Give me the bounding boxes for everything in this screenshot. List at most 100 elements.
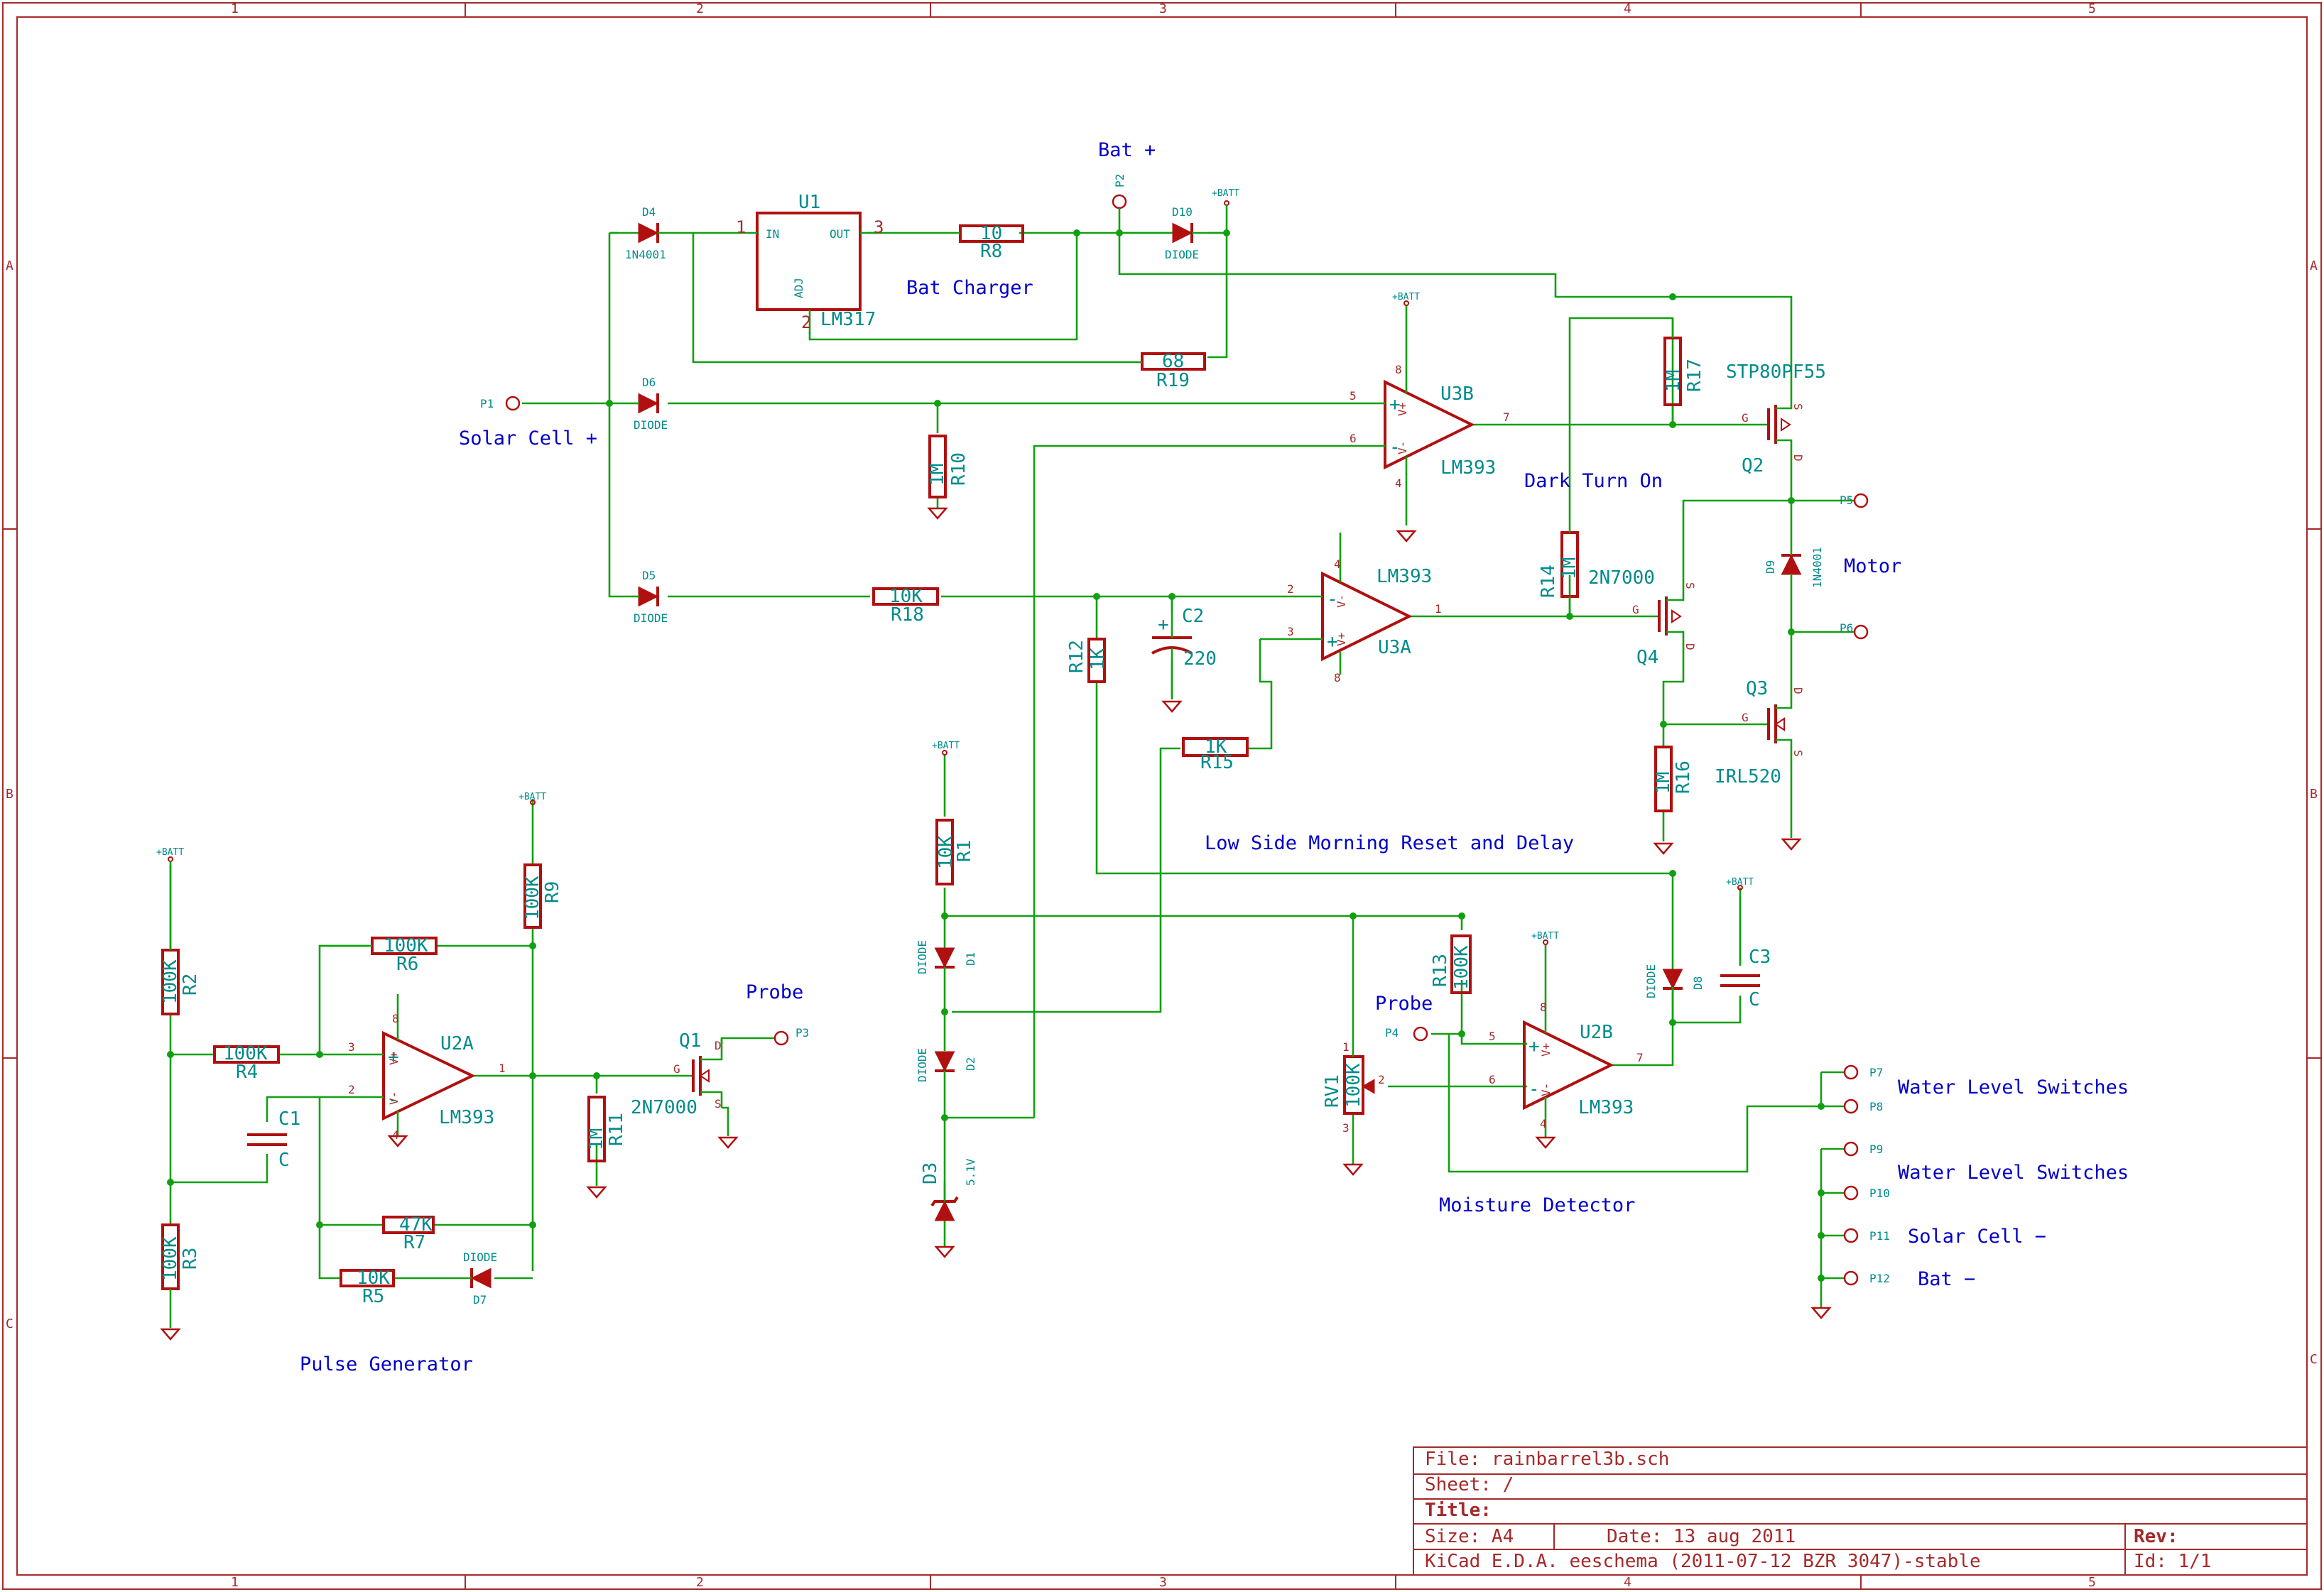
u3b-vminus: V-	[1396, 441, 1409, 454]
annotations: Bat + Bat Charger Solar Cell + Dark Turn…	[300, 139, 2129, 1375]
r13-ref: R13	[1430, 954, 1451, 987]
u2a-pin4: 4	[392, 1128, 399, 1142]
resistor-r1[interactable]: 10K R1	[935, 819, 975, 885]
note-motor: Motor	[1844, 555, 1901, 577]
comparator-u2a[interactable]: 3 2 1 8 4 V+ V- + - U2A LM393	[348, 1012, 506, 1142]
r15-value: 1K	[1205, 736, 1227, 758]
q2-gate-pin: G	[1742, 411, 1749, 425]
resistor-r10[interactable]: 1M R10	[927, 435, 970, 498]
capacitor-c2[interactable]: + C2 220	[1151, 596, 1217, 699]
d2-value: DIODE	[916, 1048, 929, 1082]
border-row-a-left: A	[6, 258, 13, 273]
r15-ref: R15	[1200, 752, 1234, 773]
resistor-r13[interactable]: 100K R13	[1430, 934, 1472, 994]
u2a-minus: -	[388, 1089, 399, 1111]
q1-value: 2N7000	[631, 1097, 697, 1118]
resistor-r17[interactable]: 1M R17	[1663, 327, 1705, 406]
rv1-pin3: 3	[1342, 1121, 1350, 1135]
diode-d8[interactable]: DIODE D8	[1644, 964, 1705, 998]
connector-p3[interactable]: P3	[773, 1026, 809, 1046]
capacitor-c1[interactable]: C1 C	[247, 1108, 300, 1171]
resistor-r11[interactable]: 1M R11	[586, 1096, 627, 1162]
diode-d5[interactable]: D5 DIODE	[632, 569, 668, 625]
resistor-r18[interactable]: 10K R18	[872, 586, 939, 626]
r7-value: 47K	[399, 1214, 433, 1236]
connector-p9[interactable]: P9	[1843, 1141, 1883, 1157]
border-col-2-top: 2	[696, 1, 704, 16]
diode-d9[interactable]: D9 1N4001	[1764, 547, 1824, 588]
u2a-pin3: 3	[348, 1040, 355, 1054]
connector-p4[interactable]: P4	[1385, 1026, 1428, 1042]
connector-p2[interactable]: P2	[1112, 174, 1127, 233]
q1-ref: Q1	[679, 1030, 701, 1052]
connector-p7[interactable]: P7	[1843, 1064, 1883, 1080]
border-col-2-bottom: 2	[696, 1575, 704, 1590]
r18-ref: R18	[891, 604, 924, 626]
diode-d6[interactable]: D6 DIODE	[632, 376, 668, 432]
r6-value: 100K	[384, 935, 428, 956]
resistor-r5[interactable]: 10K R5	[340, 1267, 395, 1307]
capacitor-c3[interactable]: C3 C	[1720, 947, 1771, 1010]
diode-d4[interactable]: D4 1N4001	[609, 205, 739, 261]
border-col-5-top: 5	[2088, 1, 2096, 16]
resistor-r15[interactable]: 1K R15	[1182, 736, 1249, 773]
u2a-vminus: V-	[387, 1091, 401, 1105]
connector-p12[interactable]: P12	[1843, 1270, 1890, 1286]
diode-d7[interactable]: DIODE D7	[452, 1250, 497, 1307]
potentiometer-rv1[interactable]: 100K RV1 1 2 3	[1322, 1028, 1385, 1135]
connector-p1[interactable]: P1	[480, 396, 521, 411]
q2-ref: Q2	[1742, 455, 1764, 476]
batt-label-5: +BATT	[1726, 877, 1754, 888]
diode-d1[interactable]: DIODE D1	[916, 940, 977, 980]
batt-label-4: +BATT	[1531, 931, 1559, 942]
diode-d10[interactable]: D10 DIODE	[1119, 205, 1227, 261]
mosfet-q4[interactable]: G S D 2N7000 Q4	[1588, 567, 1697, 668]
resistor-r3[interactable]: 100K R3	[160, 1223, 201, 1328]
note-probe-p4: Probe	[1375, 993, 1433, 1015]
diode-d2[interactable]: DIODE D2	[916, 1048, 977, 1083]
r17-value: 1M	[1663, 370, 1684, 392]
comparator-u3a[interactable]: 2 3 1 4 8 V- V+ - + LM393 U3A	[1287, 557, 1442, 685]
connector-p8[interactable]: P8	[1843, 1098, 1883, 1114]
batt-label-7: +BATT	[156, 847, 184, 858]
resistor-r2[interactable]: 100K R2	[160, 949, 201, 1015]
q1-source-pin: S	[715, 1097, 722, 1111]
u2a-pin1: 1	[499, 1062, 506, 1075]
connector-p10[interactable]: P10	[1843, 1185, 1890, 1201]
p8-ref: P8	[1869, 1100, 1883, 1113]
r17-ref: R17	[1684, 359, 1705, 392]
resistor-r7[interactable]: 47K R7	[382, 1214, 435, 1253]
connector-p5[interactable]: P5	[1840, 493, 1869, 508]
mosfet-q2[interactable]: G S D STP80PF55 Q2	[1726, 361, 1826, 476]
resistor-r12[interactable]: 1K R12	[1066, 638, 1109, 683]
comparator-u2b[interactable]: 5 6 7 8 4 V+ V- + - U2B LM393	[1489, 1001, 1644, 1130]
resistor-r14[interactable]: 1M R14	[1538, 525, 1580, 616]
power-batt-d10: +BATT	[1212, 188, 1239, 233]
resistor-r9[interactable]: 100K R9	[522, 863, 563, 929]
resistor-r19[interactable]: 68 R19	[1136, 351, 1206, 391]
regulator-u1[interactable]: IN OUT ADJ 1 3 2 U1 LM317	[736, 192, 884, 334]
connector-p6[interactable]: P6	[1840, 621, 1869, 640]
p6-ref: P6	[1840, 621, 1853, 635]
r7-ref: R7	[403, 1232, 425, 1253]
zener-d3[interactable]: D3 5.1V	[920, 1150, 977, 1221]
connector-p11[interactable]: P11	[1843, 1228, 1890, 1243]
mosfet-q1[interactable]: G D S Q1 2N7000	[631, 1030, 723, 1118]
title-block-title: Title:	[1425, 1500, 1492, 1521]
u3b-pin7: 7	[1503, 410, 1510, 424]
power-batt-c3: +BATT	[1726, 877, 1754, 890]
q3-source-pin: S	[1791, 750, 1805, 757]
resistor-r8[interactable]: 10 R8	[945, 223, 1024, 262]
d9-value: 1N4001	[1810, 547, 1824, 588]
resistor-r16[interactable]: 1M R16	[1653, 746, 1694, 812]
c2-plus: +	[1158, 614, 1169, 636]
comparator-u3b[interactable]: 5 6 7 8 4 V+ V- + - U3B LM393	[1328, 355, 1510, 497]
resistor-r4[interactable]: 100K R4	[213, 1043, 280, 1083]
q1-gate-pin: G	[673, 1062, 680, 1076]
batt-label-6: +BATT	[518, 792, 546, 802]
title-block-id: Id: 1/1	[2134, 1551, 2212, 1572]
mosfet-q3[interactable]: G D S Q3 IRL520	[1715, 678, 1805, 787]
resistor-r6[interactable]: 100K R6	[320, 935, 438, 975]
note-water-level-1: Water Level Switches	[1898, 1076, 2129, 1098]
